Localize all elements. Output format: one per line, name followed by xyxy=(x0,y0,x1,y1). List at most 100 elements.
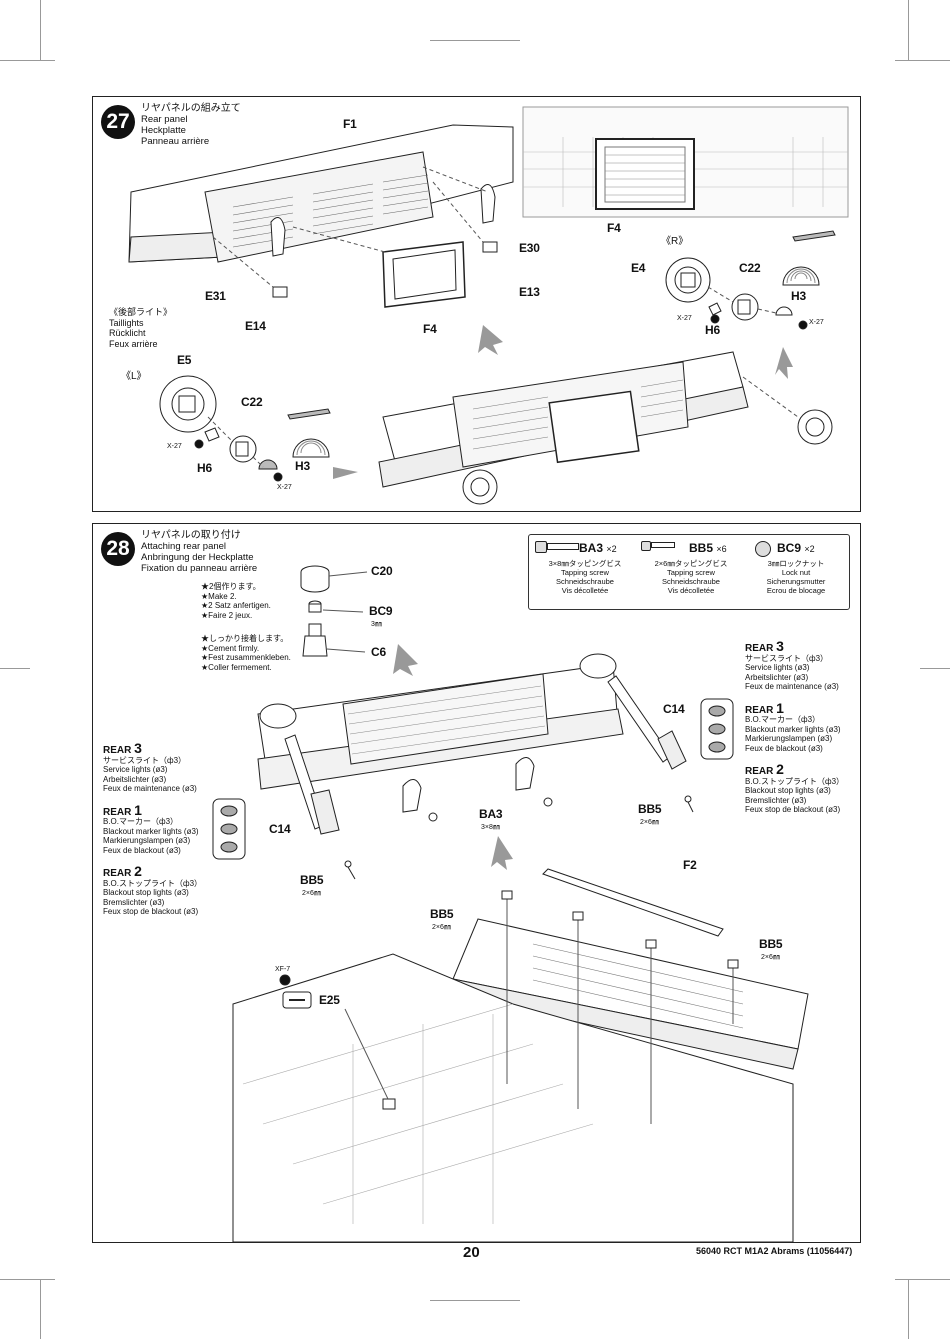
rear-head: REAR xyxy=(745,643,774,654)
step-28-drawing xyxy=(212,565,809,1242)
part-h6-r: H6 xyxy=(705,323,720,337)
rear-head: REAR xyxy=(103,868,132,879)
side-right-label: 《R》 xyxy=(661,236,689,247)
rear-de: Bremslichter (ø3) xyxy=(745,795,807,805)
part-c20: C20 xyxy=(371,564,393,578)
part-bc9: BC9 xyxy=(369,604,393,618)
part-bb5-size: 2×6㎜ xyxy=(640,819,659,826)
rear-head: REAR xyxy=(103,745,132,756)
step-27-panel: 27 リヤパネルの組み立て Rear panel Heckplatte Pann… xyxy=(92,96,861,512)
trim-mark xyxy=(430,1300,520,1301)
step-title: リヤパネルの組み立て Rear panel Heckplatte Panneau… xyxy=(141,103,241,147)
part-ba3-size: 3×8㎜ xyxy=(481,824,500,831)
part-c14-right: C14 xyxy=(663,702,685,716)
rear-en: Blackout marker lights (ø3) xyxy=(745,724,841,734)
step-title: リヤパネルの取り付け Attaching rear panel Anbringu… xyxy=(141,530,257,574)
part-e30: E30 xyxy=(519,241,540,255)
rear-fr: Feux de blackout (ø3) xyxy=(745,743,823,753)
title-de: Anbringung der Heckplatte xyxy=(141,552,254,563)
rear-head: REAR xyxy=(103,806,132,818)
rear-1-block: REAR 1 B.O.マーカー（ф3） Blackout marker ligh… xyxy=(103,803,202,856)
part-bb5-size: 2×6㎜ xyxy=(302,890,321,897)
rear-en: Blackout stop lights (ø3) xyxy=(745,786,831,795)
part-e31: E31 xyxy=(205,289,226,303)
rear-de: Markierungslampen (ø3) xyxy=(745,734,833,743)
part-c14-left: C14 xyxy=(269,822,291,836)
rear-jp: B.O.マーカー（ф3） xyxy=(745,715,821,724)
part-ba3: BA3 xyxy=(479,807,503,821)
note-line: ★Cement firmly. xyxy=(201,643,260,653)
part-e4: E4 xyxy=(631,261,646,275)
trim-mark xyxy=(908,0,909,60)
hw-en: Tapping screw xyxy=(561,568,609,577)
part-bb5: BB5 xyxy=(430,907,454,921)
hw-de: Schneidschraube xyxy=(662,577,720,586)
rear-2-block: REAR 2 B.O.ストップライト（ф3） Blackout stop lig… xyxy=(103,864,202,917)
trim-mark xyxy=(40,0,41,60)
product-code: 56040 RCT M1A2 Abrams (11056447) xyxy=(696,1246,853,1256)
part-e5: E5 xyxy=(177,353,192,367)
hardware-bb5: BB5 ×6 2×6㎜タッピングビス Tapping screw Schneid… xyxy=(641,541,741,595)
part-c22-l: C22 xyxy=(241,395,263,409)
note-line: ★Make 2. xyxy=(201,591,237,601)
part-bb5: BB5 xyxy=(759,937,783,951)
part-e25: E25 xyxy=(319,993,340,1007)
trim-mark xyxy=(0,668,30,669)
hw-size: 2×6㎜タッピングビス xyxy=(654,559,728,568)
nut-icon xyxy=(747,541,845,557)
trim-mark xyxy=(895,60,950,61)
hw-qty: ×2 xyxy=(606,544,617,554)
part-h6-l: H6 xyxy=(197,461,212,475)
rear-en: Blackout marker lights (ø3) xyxy=(103,826,199,836)
hardware-bc9: BC9 ×2 3㎜ロックナット Lock nut Sicherungsmutte… xyxy=(747,541,845,595)
note-line: ★しっかり接着します。 xyxy=(201,634,289,643)
rear-head: REAR xyxy=(745,704,774,716)
trim-mark xyxy=(40,1279,41,1339)
rear-jp: サービスライト（ф3） xyxy=(745,653,829,663)
note-line: ★Coller fermement. xyxy=(201,662,272,672)
title-jp: リヤパネルの組み立て xyxy=(141,103,241,114)
trim-mark xyxy=(430,40,520,41)
rear-3-block: REAR 3 サービスライト（ф3） Service lights (ø3) A… xyxy=(745,639,844,692)
rear-fr: Feux stop de blackout (ø3) xyxy=(745,805,841,814)
trim-mark xyxy=(908,1279,909,1339)
paint-x27: X-27 xyxy=(677,315,692,322)
hardware-ba3: BA3 ×2 3×8㎜タッピングビス Tapping screw Schneid… xyxy=(535,541,635,595)
rear-1-block: REAR 1 B.O.マーカー（ф3） Blackout marker ligh… xyxy=(745,701,844,754)
hw-de: Sicherungsmutter xyxy=(766,577,826,586)
rear-jp: B.O.マーカー（ф3） xyxy=(103,817,179,826)
hw-fr: Ecrou de blocage xyxy=(766,586,826,595)
part-f2: F2 xyxy=(683,858,697,872)
title-fr: Panneau arrière xyxy=(141,136,210,147)
part-h3-l: H3 xyxy=(295,459,310,473)
rear-de: Markierungslampen (ø3) xyxy=(103,836,191,845)
side-left-label: 《L》 xyxy=(121,371,147,382)
title-en: Attaching rear panel xyxy=(141,541,227,552)
note-line: ★Faire 2 jeux. xyxy=(201,610,253,620)
screw-icon xyxy=(641,541,741,555)
paint-x27: X-27 xyxy=(167,443,182,450)
step-number: 27 xyxy=(101,105,135,139)
paint-xf7: XF-7 xyxy=(275,966,291,973)
trim-mark xyxy=(0,1279,55,1280)
rear-num: 3 xyxy=(776,638,784,654)
hw-qty: ×6 xyxy=(716,544,727,554)
hw-size: 3×8㎜タッピングビス xyxy=(548,559,622,568)
taillights-heading: 《後部ライト》 Taillights Rücklicht Feux arrièr… xyxy=(109,307,172,349)
part-h3-r: H3 xyxy=(791,289,806,303)
title-jp: リヤパネルの取り付け xyxy=(141,530,241,541)
rear-fr: Feux de maintenance (ø3) xyxy=(103,784,197,793)
title-de: Heckplatte xyxy=(141,125,186,136)
taillights-jp: 《後部ライト》 xyxy=(109,307,173,317)
title-en: Rear panel xyxy=(141,114,188,125)
hw-de: Schneidschraube xyxy=(556,577,614,586)
hw-en: Lock nut xyxy=(781,568,811,577)
part-c6: C6 xyxy=(371,645,386,659)
part-bb5: BB5 xyxy=(638,802,662,816)
rear-light-legend-right: REAR 3 サービスライト（ф3） Service lights (ø3) A… xyxy=(745,639,844,815)
rear-light-legend-left: REAR 3 サービスライト（ф3） Service lights (ø3) A… xyxy=(103,741,202,917)
hw-en: Tapping screw xyxy=(667,568,715,577)
rear-2-block: REAR 2 B.O.ストップライト（ф3） Blackout stop lig… xyxy=(745,762,844,815)
rear-de: Bremslichter (ø3) xyxy=(103,897,165,907)
rear-num: 2 xyxy=(134,863,142,879)
